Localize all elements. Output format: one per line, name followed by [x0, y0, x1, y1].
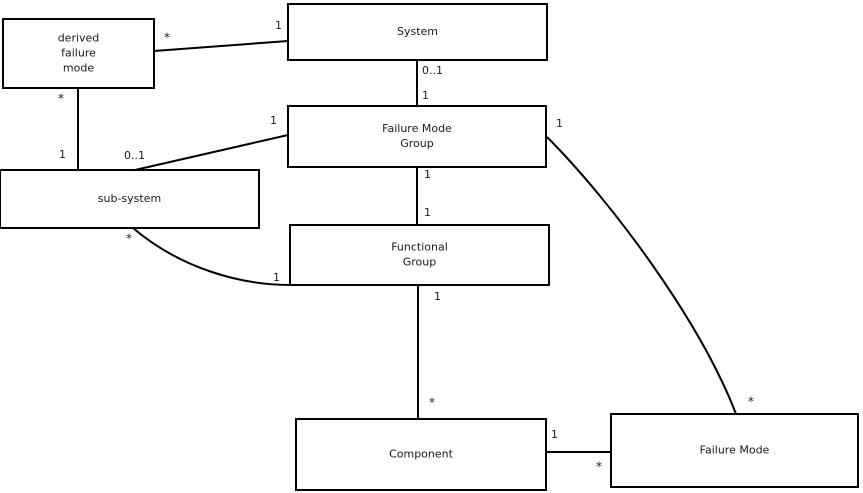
- multiplicity-label-m-component-fm-one: 1: [551, 428, 558, 441]
- multiplicity-label-m-fmg-fm-one: 1: [556, 117, 563, 130]
- class-name-failure-mode-group: Group: [400, 137, 434, 150]
- class-node-system[interactable]: System: [287, 3, 548, 61]
- class-box-derived-failure-mode: [2, 18, 155, 89]
- class-name-functional-group: Functional: [391, 241, 448, 254]
- multiplicity-label-m-fm-component-star: *: [596, 460, 602, 474]
- multiplicity-label-m-subsystem-fmg-zeroone: 0..1: [124, 149, 145, 162]
- class-box-failure-mode: [610, 413, 859, 488]
- class-node-component[interactable]: Component: [295, 418, 547, 491]
- class-name-component: Component: [389, 448, 454, 461]
- class-box-component: [295, 418, 547, 491]
- class-name-system: System: [397, 25, 438, 38]
- multiplicity-label-m-fmg-subsystem-one: 1: [270, 114, 277, 127]
- class-name-derived-failure-mode: mode: [63, 62, 94, 75]
- class-box-sub-system: [0, 169, 260, 229]
- class-node-derived-failure-mode[interactable]: derived failure mode: [2, 18, 155, 89]
- multiplicity-label-m-fg-component-one: 1: [434, 290, 441, 303]
- multiplicity-label-m-fg-fmg-one: 1: [424, 206, 431, 219]
- multiplicity-label-m-fmg-fg-one: 1: [424, 168, 431, 181]
- class-box-failure-mode-group: [287, 105, 547, 168]
- class-box-system: [287, 3, 548, 61]
- multiplicity-label-m-component-fg-star: *: [429, 396, 435, 410]
- class-name-functional-group: Group: [403, 256, 437, 269]
- multiplicity-label-m-dfm-subsystem-star: *: [58, 92, 64, 106]
- multiplicity-label-m-fg-subsystem-one: 1: [273, 271, 280, 284]
- class-name-failure-mode-group: Failure Mode: [382, 122, 452, 135]
- edge-sub-system--functional-group: [132, 227, 291, 286]
- edge-failure-mode-group--sub-system: [134, 134, 289, 171]
- class-name-derived-failure-mode: failure: [61, 47, 96, 60]
- multiplicity-label-m-fmg-system-one: 1: [422, 89, 429, 102]
- multiplicity-label-m-fm-fmg-star: *: [748, 395, 754, 409]
- class-name-derived-failure-mode: derived: [58, 32, 100, 45]
- class-node-failure-mode[interactable]: Failure Mode: [610, 413, 859, 488]
- edges-layer: [77, 40, 737, 453]
- class-node-sub-system[interactable]: sub-system: [0, 169, 260, 229]
- multiplicity-label-m-subsystem-fg-star: *: [126, 232, 132, 246]
- multiplicity-label-m-subsystem-dfm-one: 1: [59, 148, 66, 161]
- class-name-failure-mode: Failure Mode: [700, 444, 770, 457]
- multiplicity-label-m-dfm-system-star: *: [164, 31, 170, 45]
- multiplicity-labels-layer: * 1 0..1 1 * 1 1 0..1 1 1 1 * 1 1 * * 1 *: [58, 19, 754, 474]
- edge-failure-mode-group--failure-mode: [546, 136, 737, 415]
- class-name-sub-system: sub-system: [98, 192, 161, 205]
- multiplicity-label-m-system-fmg-zeroone: 0..1: [422, 64, 443, 77]
- multiplicity-label-m-system-dfm-one: 1: [275, 19, 282, 32]
- edge-derived-failure-mode--system: [153, 40, 289, 52]
- class-box-functional-group: [289, 224, 550, 286]
